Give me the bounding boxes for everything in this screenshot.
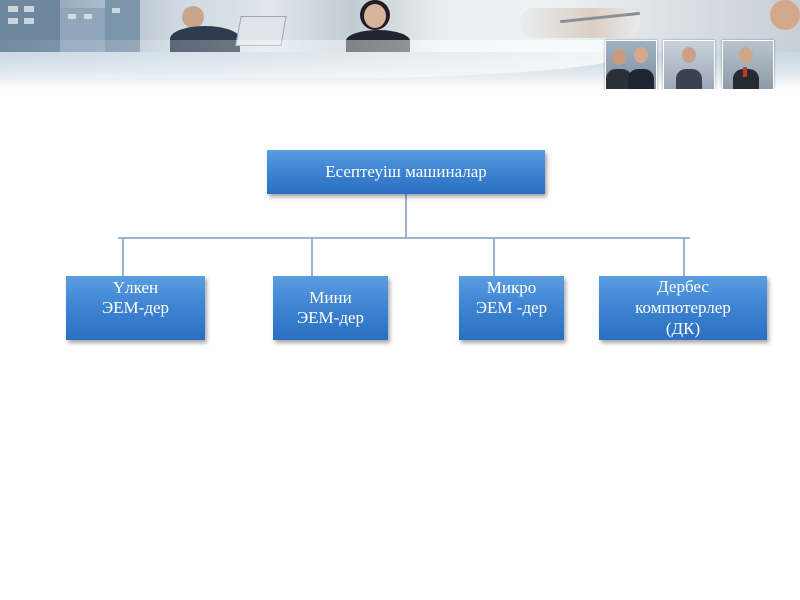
hand-image — [520, 8, 640, 38]
connector-child-2 — [311, 237, 313, 276]
child-node-mini-computers: Мини ЭЕМ-дер — [273, 276, 388, 340]
child-node-label: Мини ЭЕМ-дер — [296, 288, 365, 327]
child-node-label: Дербес компютерлер (ДК) — [635, 277, 731, 338]
businessman-photo — [663, 40, 715, 90]
header-banner — [0, 0, 800, 90]
child-node-large-computers: Үлкен ЭЕМ-дер — [66, 276, 205, 340]
connector-child-4 — [683, 237, 685, 276]
person-image — [770, 0, 800, 30]
business-team-photo — [722, 40, 774, 90]
root-node: Есептеуіш машиналар — [267, 150, 545, 194]
person-image — [182, 6, 204, 28]
child-node-label: Үлкен ЭЕМ-дер — [101, 278, 170, 317]
connector-root-vertical — [405, 193, 407, 238]
connector-horizontal-bar — [118, 237, 690, 239]
child-node-label: Микро ЭЕМ -дер — [475, 278, 548, 317]
connector-child-3 — [493, 237, 495, 276]
connector-child-1 — [122, 237, 124, 276]
root-node-label: Есептеуіш машиналар — [325, 162, 487, 181]
child-node-micro-computers: Микро ЭЕМ -дер — [459, 276, 564, 340]
meeting-photo — [605, 40, 657, 90]
child-node-personal-computers: Дербес компютерлер (ДК) — [599, 276, 767, 340]
